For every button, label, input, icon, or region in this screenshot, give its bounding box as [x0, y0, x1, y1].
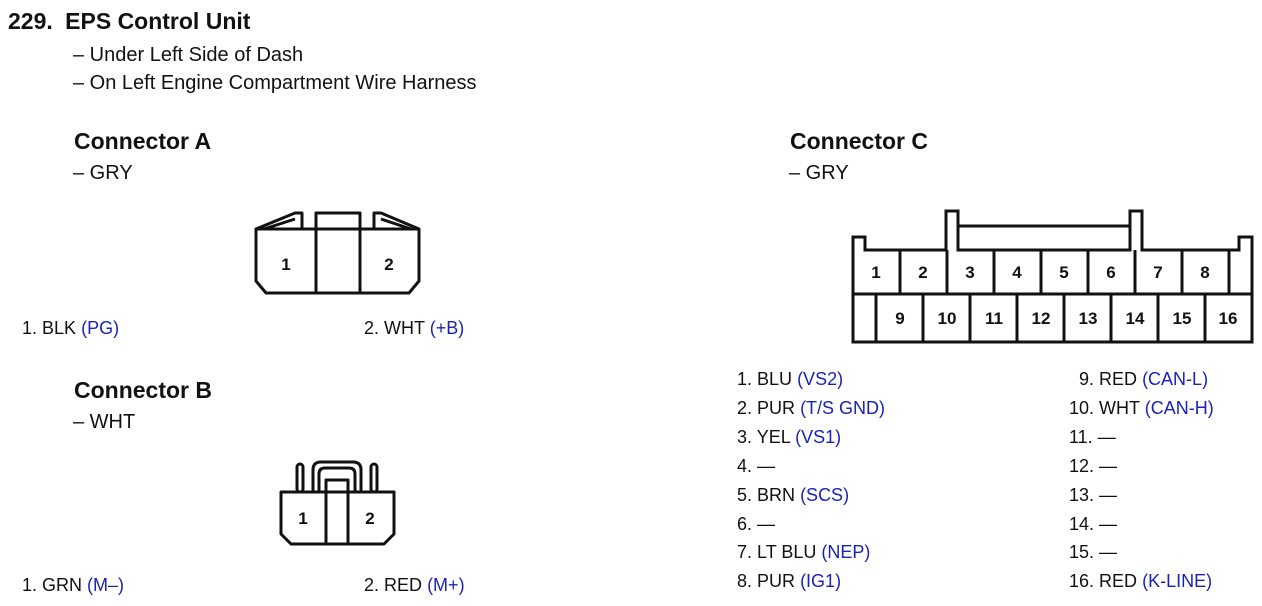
connector-c-pin-3: 3. YEL (VS1): [737, 427, 842, 447]
connector-a-left-latch-inner: [263, 217, 296, 231]
connector-b-cavity-1: 1: [298, 509, 307, 528]
page-title: 229. EPS Control Unit: [8, 8, 250, 35]
connector-a-cavity-2: 2: [384, 255, 393, 274]
connector-c-color: – GRY: [789, 162, 849, 184]
connector-a-right-latch: [372, 211, 420, 231]
connector-c-pin-9: 9. RED (CAN-L): [1079, 369, 1209, 389]
connector-b-right-post: [369, 462, 379, 494]
connector-c-cavity-9: 9: [895, 309, 904, 328]
connector-c-pin-10: 10. WHT (CAN-H): [1069, 398, 1214, 418]
connector-c-pin-8: 8. PUR (IG1): [737, 571, 842, 591]
connector-a-pin-1: 1. BLK (PG): [22, 318, 120, 338]
connector-b-body: [279, 490, 396, 546]
connector-c-title: Connector C: [790, 128, 928, 154]
connector-a-cavity-1: 1: [281, 255, 290, 274]
connector-c-cavity-14: 14: [1126, 309, 1145, 328]
connector-c-bottom-labels: 9 10 11 12 13 14 15 16: [895, 309, 1237, 328]
connector-a-face: 1 2: [254, 211, 421, 295]
connector-a-center-lock: [314, 211, 362, 229]
connector-c-cavity-15: 15: [1173, 309, 1192, 328]
connector-c-pin-1: 1. BLU (VS2): [737, 369, 844, 389]
connector-a-color: – GRY: [73, 162, 133, 184]
connector-b-face: 1 2: [279, 460, 396, 546]
connector-c-cavity-5: 5: [1059, 263, 1068, 282]
connector-b-pin-1: 1. GRN (M–): [22, 575, 125, 595]
connector-c-pin-14: 14. —: [1069, 514, 1118, 534]
connector-c-cavity-3: 3: [965, 263, 974, 282]
connector-c-cavity-11: 11: [985, 309, 1003, 328]
connector-c-face: 1 2 3 4 5 6 7 8 9 10 11 12 13 14 15 16: [851, 209, 1254, 344]
connector-c-cavity-4: 4: [1012, 263, 1022, 282]
connector-a-pin-2: 2. WHT (+B): [364, 318, 465, 338]
connector-c-pin-15: 15. —: [1069, 542, 1118, 562]
connector-c-pin-16: 16. RED (K-LINE): [1069, 571, 1213, 591]
connector-c-cavity-7: 7: [1153, 263, 1162, 282]
connector-c-pin-4: 4. —: [737, 456, 776, 476]
connector-b-color: – WHT: [73, 411, 136, 433]
section-number: 229.: [8, 8, 53, 34]
connector-c-pin-6: 6. —: [737, 514, 776, 534]
connector-b-left-post: [295, 462, 305, 494]
connector-c-cavity-13: 13: [1079, 309, 1098, 328]
connector-c-cavity-1: 1: [871, 263, 880, 282]
connector-a-title: Connector A: [74, 128, 212, 154]
connector-b-pin-2: 2. RED (M+): [364, 575, 465, 595]
connector-b-cavity-2: 2: [365, 509, 374, 528]
connector-c-cavity-6: 6: [1106, 263, 1115, 282]
connector-c-pin-13: 13. —: [1069, 485, 1118, 505]
component-title: EPS Control Unit: [65, 8, 251, 34]
connector-c-pin-12: 12. —: [1069, 456, 1118, 476]
connector-a-left-latch: [255, 211, 304, 231]
location-1: – Under Left Side of Dash: [73, 44, 304, 66]
connector-c-body: [851, 209, 1254, 344]
connector-c-cavity-16: 16: [1219, 309, 1238, 328]
connector-c-cavity-12: 12: [1032, 309, 1051, 328]
connector-a-right-latch-inner: [380, 217, 412, 231]
location-2: – On Left Engine Compartment Wire Harnes…: [73, 72, 477, 94]
connector-c-pin-5: 5. BRN (SCS): [737, 485, 850, 505]
connector-b-lock: [311, 460, 363, 492]
connector-b-title: Connector B: [74, 377, 212, 403]
connector-b-center-divider: [324, 478, 350, 546]
connector-b-lock-inner: [317, 466, 357, 492]
connector-c-pin-2: 2. PUR (T/S GND): [737, 398, 886, 418]
connector-c-top-labels: 1 2 3 4 5 6 7 8: [871, 263, 1209, 282]
connector-c-cavity-2: 2: [918, 263, 927, 282]
connector-c-pin-11: 11. —: [1069, 427, 1116, 447]
connector-c-cavity-8: 8: [1200, 263, 1209, 282]
connector-c-pin-7: 7. LT BLU (NEP): [737, 542, 871, 562]
connector-c-cavity-10: 10: [938, 309, 957, 328]
